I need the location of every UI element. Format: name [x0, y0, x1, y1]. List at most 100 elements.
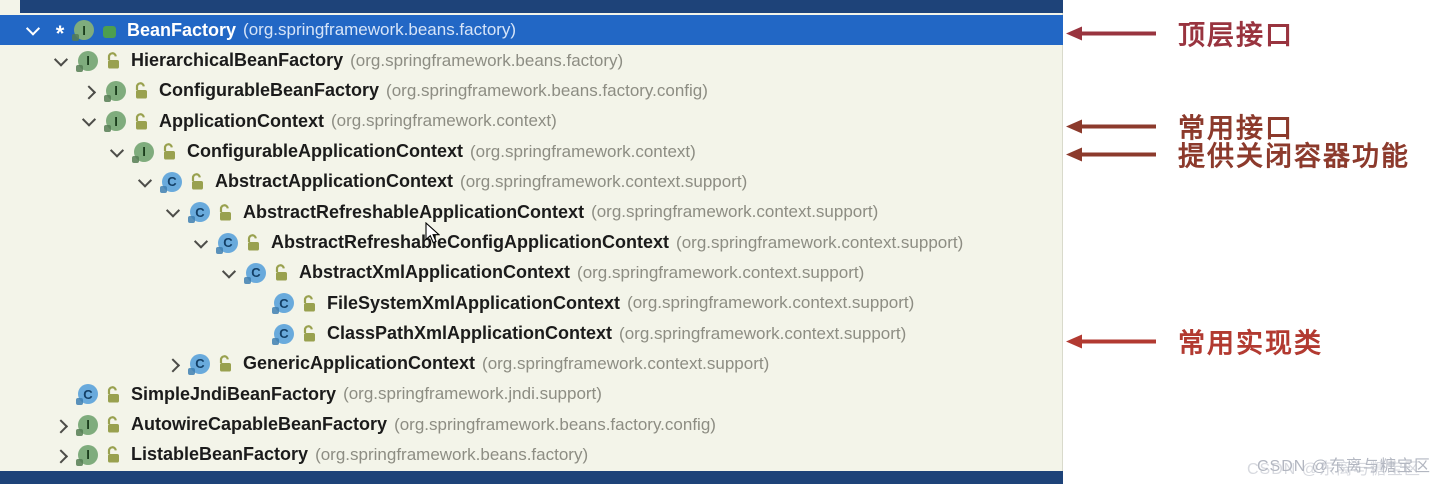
lock-icon — [105, 415, 122, 434]
package-name: (org.springframework.context.support) — [591, 202, 879, 222]
type-name: AbstractApplicationContext — [215, 171, 454, 192]
tree-row[interactable]: C AbstractXmlApplicationContext (org.sprin… — [0, 258, 1063, 288]
class-icon: C — [76, 384, 98, 406]
package-name: (org.springframework.beans.factory) — [350, 50, 624, 70]
package-name: (org.springframework.beans.factory.confi… — [394, 414, 716, 434]
chevron-right-icon[interactable] — [46, 418, 76, 434]
tree-row[interactable]: I ApplicationContext (org.springframework.… — [0, 106, 1063, 136]
chevron-down-icon[interactable] — [74, 112, 104, 127]
lock-icon — [301, 324, 318, 343]
type-name: AbstractRefreshableApplicationContext — [243, 201, 585, 222]
watermark-ghost: CSDN @东离与糖宝区 — [1246, 461, 1421, 478]
type-name: ConfigurableApplicationContext — [187, 141, 463, 162]
class-icon: C — [244, 262, 266, 284]
tree-row[interactable]: * I BeanFactory (org.springframework.beans.… — [0, 15, 1063, 47]
class-icon: C — [272, 293, 294, 315]
chevron-down-icon[interactable] — [46, 52, 76, 67]
type-name: SimpleJndiBeanFactory — [131, 383, 337, 404]
type-hierarchy-panel: * I BeanFactory (org.springframework.beans.… — [0, 0, 1063, 484]
modified-star-marker: * — [55, 21, 65, 47]
annotation-label: 常用接口 — [1178, 113, 1294, 144]
annotation: 提供关闭容器功能 — [1066, 135, 1410, 174]
tree-row[interactable]: I ConfigurableApplicationContext (org.spri… — [0, 136, 1063, 166]
lock-icon — [161, 142, 178, 161]
watermark: CSDN @东离与糖宝区 — [1256, 458, 1431, 475]
tree-row[interactable]: C AbstractRefreshableApplicationContext (o… — [0, 197, 1063, 227]
type-name: ListableBeanFactory — [131, 444, 309, 465]
left-arrow-icon — [1066, 334, 1156, 348]
package-name: (org.springframework.beans.factory.confi… — [386, 80, 708, 100]
chevron-down-icon[interactable] — [102, 143, 132, 158]
hierarchy-tree: * I BeanFactory (org.springframework.beans.… — [0, 15, 1063, 470]
interface-icon: I — [104, 80, 126, 102]
chevron-down-icon[interactable] — [186, 234, 216, 249]
left-arrow-icon — [1066, 26, 1156, 40]
class-icon: C — [160, 171, 182, 193]
package-name: (org.springframework.context.support) — [482, 353, 770, 373]
left-arrow-icon — [1066, 147, 1156, 161]
interface-icon: I — [76, 414, 98, 436]
lock-icon — [301, 294, 318, 313]
annotation: 顶层接口 — [1066, 14, 1294, 53]
lock-icon — [217, 203, 234, 222]
type-name: AbstractXmlApplicationContext — [299, 262, 571, 283]
annotation-label: 提供关闭容器功能 — [1178, 141, 1410, 172]
type-name: AutowireCapableBeanFactory — [131, 414, 388, 435]
class-icon: C — [272, 323, 294, 345]
package-name: (org.springframework.context.support) — [676, 232, 964, 252]
chevron-down-icon[interactable] — [130, 173, 160, 188]
lock-icon — [133, 81, 150, 100]
type-name: HierarchicalBeanFactory — [131, 50, 344, 71]
tree-row[interactable]: C SimpleJndiBeanFactory (org.springframewo… — [0, 379, 1063, 409]
chevron-down-icon[interactable] — [18, 21, 48, 36]
chevron-down-icon[interactable] — [214, 264, 244, 279]
annotation-label: 常用实现类 — [1178, 328, 1323, 359]
annotation: 常用接口 — [1066, 107, 1294, 146]
tree-row[interactable]: C FileSystemXmlApplicationContext (org.spr… — [0, 288, 1063, 318]
interface-icon: I — [132, 141, 154, 163]
mouse-cursor-icon — [425, 222, 440, 244]
left-arrow-icon — [1066, 119, 1156, 133]
lock-icon — [101, 21, 118, 40]
interface-icon: I — [104, 111, 126, 133]
lock-icon — [245, 233, 262, 252]
package-name: (org.springframework.context.support) — [577, 262, 865, 282]
type-name: AbstractRefreshableConfigApplicationCont… — [271, 232, 670, 253]
package-name: (org.springframework.context.support) — [627, 293, 915, 313]
type-name: FileSystemXmlApplicationContext — [327, 292, 621, 313]
tree-row[interactable]: I ConfigurableBeanFactory (org.springframe… — [0, 76, 1063, 106]
lock-icon — [133, 112, 150, 131]
tree-row[interactable]: I AutowireCapableBeanFactory (org.springfr… — [0, 409, 1063, 439]
package-name: (org.springframework.context) — [470, 141, 696, 161]
tree-row[interactable]: C AbstractApplicationContext (org.springfr… — [0, 167, 1063, 197]
lock-icon — [217, 354, 234, 373]
interface-icon: I — [76, 444, 98, 466]
package-name: (org.springframework.context.support) — [460, 171, 748, 191]
type-name: ApplicationContext — [159, 110, 324, 131]
annotation: 常用实现类 — [1066, 322, 1323, 361]
type-name: GenericApplicationContext — [243, 353, 476, 374]
tree-row[interactable]: C AbstractRefreshableConfigApplicationCon… — [0, 227, 1063, 257]
chevron-right-icon[interactable] — [46, 449, 76, 464]
type-name: BeanFactory — [127, 19, 237, 40]
type-name: ConfigurableBeanFactory — [159, 80, 380, 101]
chevron-down-icon[interactable] — [158, 203, 188, 218]
interface-icon: I — [72, 20, 94, 42]
class-icon: C — [188, 353, 210, 375]
chevron-right-icon[interactable] — [74, 85, 104, 100]
panel-top-edge — [20, 0, 1063, 13]
package-name: (org.springframework.beans.factory) — [243, 20, 517, 40]
package-name: (org.springframework.context) — [331, 111, 557, 131]
annotation-label: 顶层接口 — [1178, 20, 1294, 51]
tree-row[interactable]: C GenericApplicationContext (org.springfra… — [0, 349, 1063, 379]
package-name: (org.springframework.jndi.support) — [343, 384, 602, 404]
class-icon: C — [216, 232, 238, 254]
lock-icon — [189, 172, 206, 191]
class-icon: C — [188, 202, 210, 224]
chevron-right-icon[interactable] — [158, 358, 188, 373]
panel-bottom-edge — [0, 471, 1063, 484]
